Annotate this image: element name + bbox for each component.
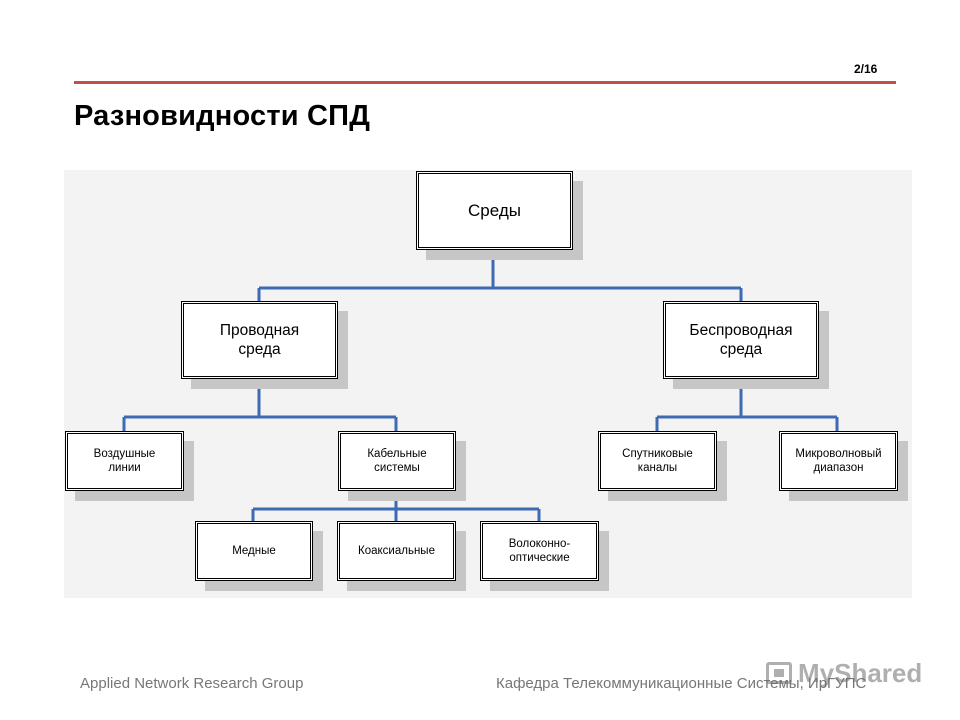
node-wireless-media: Беспроводная среда — [663, 301, 819, 379]
node-overhead-label: Воздушные линии — [93, 447, 156, 474]
node-wired-media: Проводная среда — [181, 301, 338, 379]
watermark-logo: MyShared — [766, 656, 922, 690]
node-root-label: Среды — [468, 200, 521, 220]
node-satellite-channels: Спутниковые каналы — [598, 431, 717, 491]
slide-title: Разновидности СПД — [74, 100, 371, 132]
node-wireless-label: Беспроводная среда — [689, 321, 793, 358]
node-coaxial-label: Коаксиальные — [358, 544, 435, 557]
page-number: 2/16 — [854, 62, 878, 76]
node-cable-label: Кабельные системы — [367, 447, 427, 474]
footer-group-name: Applied Network Research Group — [80, 675, 304, 692]
node-microwave-range: Микроволновый диапазон — [779, 431, 898, 491]
node-root-media: Среды — [416, 171, 573, 250]
presentation-icon — [766, 662, 792, 684]
header-rule — [74, 81, 896, 84]
node-copper: Медные — [195, 521, 313, 581]
node-overhead-lines: Воздушные линии — [65, 431, 184, 491]
node-fiber-optic: Волоконно- оптические — [480, 521, 599, 581]
node-wired-label: Проводная среда — [219, 321, 300, 358]
node-fiber-label: Волоконно- оптические — [508, 537, 571, 564]
node-cable-systems: Кабельные системы — [338, 431, 456, 491]
footer-department: Кафедра Телекоммуникационные Системы, Ир… — [496, 675, 867, 692]
watermark-text: MyShared — [798, 657, 923, 688]
node-coaxial: Коаксиальные — [337, 521, 456, 581]
node-satellite-label: Спутниковые каналы — [622, 447, 693, 474]
node-copper-label: Медные — [232, 544, 276, 557]
node-microwave-label: Микроволновый диапазон — [795, 447, 882, 474]
